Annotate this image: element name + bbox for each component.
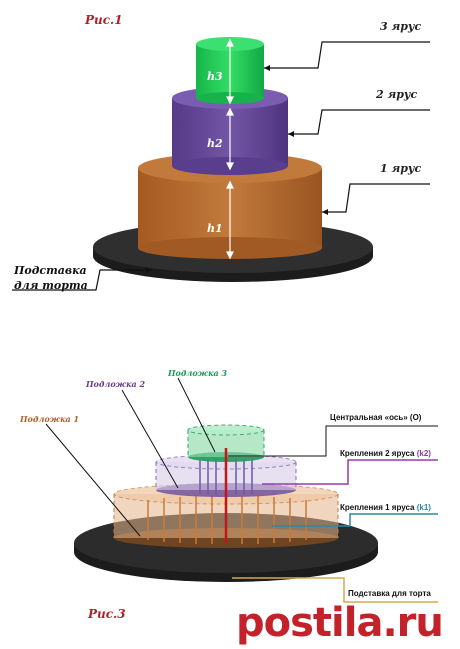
stand-3-label: Подставка для торта bbox=[348, 589, 431, 598]
tier-1-label: 1 ярус bbox=[380, 162, 422, 175]
figure-1: Рис.1 bbox=[12, 13, 430, 292]
figure-3: Подложка 3 Подложка 2 Подложка 1 Централ… bbox=[19, 368, 438, 621]
board-1-label: Подложка 1 bbox=[19, 414, 79, 424]
tier-3-label: 3 ярус bbox=[380, 20, 422, 33]
h2-label: h2 bbox=[207, 137, 223, 150]
mounts-k1 bbox=[147, 496, 307, 544]
board-2-label: Подложка 2 bbox=[85, 379, 145, 389]
stand-label-line2: для торта bbox=[14, 279, 88, 292]
figure-1-title: Рис.1 bbox=[84, 13, 123, 27]
figure-3-title: Рис.3 bbox=[87, 607, 126, 621]
stand-label-line1: Подставка bbox=[13, 264, 87, 277]
brand-watermark: postila.ru bbox=[236, 600, 443, 646]
mount-1-label: Крепления 1 яруса (k1) bbox=[340, 503, 431, 512]
tier-2-label: 2 ярус bbox=[375, 88, 418, 101]
figure-3-callouts bbox=[45, 377, 438, 603]
h3-label: h3 bbox=[207, 70, 223, 83]
h1-label: h1 bbox=[207, 222, 223, 235]
tier-callouts bbox=[264, 41, 430, 213]
height-arrows bbox=[226, 38, 234, 260]
stand-callout bbox=[12, 267, 152, 291]
axis-label: Центральная «ось» (О) bbox=[330, 413, 422, 422]
mounts-k2 bbox=[199, 459, 253, 495]
mount-2-label: Крепления 2 яруса (k2) bbox=[340, 449, 431, 458]
board-3-label: Подложка 3 bbox=[167, 368, 227, 378]
